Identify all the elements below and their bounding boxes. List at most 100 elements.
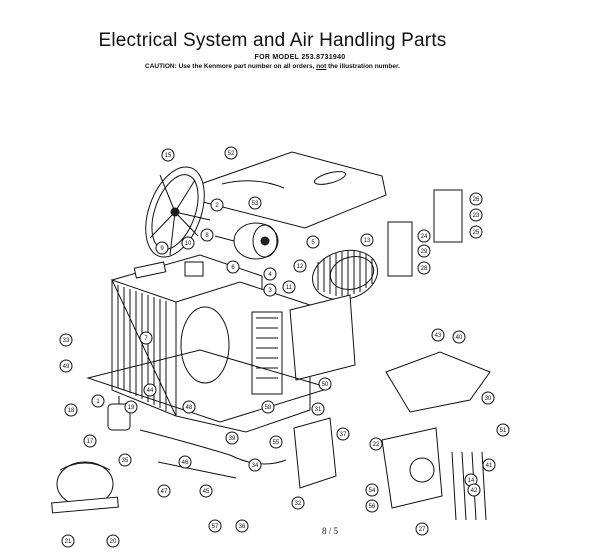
caution-prefix: CAUTION: Use the Kenmore part number on … (145, 63, 315, 70)
caution-note: CAUTION: Use the Kenmore part number on … (0, 63, 545, 70)
callout-label: 40 (456, 335, 463, 341)
callout-label: 33 (63, 338, 70, 344)
callout-label: 10 (185, 241, 192, 247)
callout-22: 22 (369, 437, 383, 451)
diagram-title: Electrical System and Air Handling Parts (98, 30, 447, 51)
callout-label: 36 (239, 524, 246, 530)
page-number: 8 / 5 (322, 526, 339, 536)
callout-8: 8 (200, 228, 214, 242)
callout-label: 2 (215, 203, 219, 209)
partition-and-evaporator (175, 281, 356, 433)
blower-wheel (312, 249, 378, 301)
callout-label: 53 (252, 201, 259, 207)
callout-label: 20 (110, 539, 117, 545)
callout-53: 53 (248, 196, 262, 210)
callout-label: 34 (252, 463, 259, 469)
callout-51: 51 (496, 423, 510, 437)
callout-28: 28 (417, 261, 431, 275)
callout-19: 19 (124, 400, 138, 414)
callout-label: 46 (182, 460, 189, 466)
callout-label: 22 (373, 442, 380, 448)
callout-label: 44 (147, 388, 154, 394)
callout-label: 30 (485, 396, 492, 402)
callout-46: 46 (178, 455, 192, 469)
callout-57: 57 (208, 519, 222, 533)
callout-label: 32 (295, 501, 302, 507)
callout-55: 55 (269, 435, 283, 449)
model-line: FOR MODEL 253.8731940 (254, 54, 346, 61)
callout-label: 11 (286, 285, 293, 291)
callout-label: 49 (63, 364, 70, 370)
control-panel-bracket (293, 351, 491, 521)
callout-label: 54 (369, 488, 376, 494)
callout-label: 43 (435, 333, 442, 339)
callout-label: 50 (322, 382, 329, 388)
callout-5: 5 (306, 235, 320, 249)
callout-52: 52 (224, 146, 238, 160)
callout-label: 35 (122, 458, 129, 464)
callout-20: 20 (106, 534, 120, 548)
callout-label: 9 (160, 246, 164, 252)
callout-32: 32 (291, 496, 305, 510)
top-cover-panel (191, 151, 387, 229)
callout-25: 25 (469, 225, 483, 239)
callout-label: 48 (186, 405, 193, 411)
callout-13: 13 (360, 233, 374, 247)
callout-6: 6 (226, 260, 240, 274)
callout-label: 8 (205, 233, 209, 239)
callout-54: 54 (365, 483, 379, 497)
callout-label: 41 (486, 463, 493, 469)
callout-40: 40 (452, 330, 466, 344)
callout-label: 5 (311, 240, 315, 246)
fan-motor (214, 222, 279, 260)
callout-label: 6 (231, 265, 235, 271)
callout-label: 28 (421, 266, 428, 272)
callout-label: 37 (340, 432, 347, 438)
callout-58: 58 (261, 400, 275, 414)
callout-1: 1 (91, 394, 105, 408)
callout-label: 17 (87, 439, 94, 445)
callout-label: 18 (68, 408, 75, 414)
callout-9: 9 (155, 241, 169, 255)
callout-11: 11 (282, 280, 296, 294)
callout-30: 30 (481, 391, 495, 405)
callout-37: 37 (336, 427, 350, 441)
callout-2: 2 (210, 198, 224, 212)
callout-label: 56 (369, 504, 376, 510)
callout-36: 36 (235, 519, 249, 533)
callout-41: 41 (482, 458, 496, 472)
caution-suffix: the illustration number. (328, 63, 400, 70)
hardware-cards (387, 189, 463, 277)
callout-label: 1 (96, 399, 100, 405)
callout-label: 58 (265, 405, 272, 411)
callout-label: 19 (128, 405, 135, 411)
callout-27: 27 (415, 522, 429, 536)
callout-47: 47 (157, 484, 171, 498)
callout-24: 24 (417, 229, 431, 243)
callout-label: 3 (268, 288, 272, 294)
callout-17: 17 (83, 434, 97, 448)
callout-label: 51 (500, 428, 507, 434)
callout-label: 42 (471, 488, 478, 494)
callout-label: 21 (65, 539, 72, 545)
callout-label: 45 (203, 489, 210, 495)
callout-3: 3 (263, 283, 277, 297)
callout-49: 49 (59, 359, 73, 373)
callout-26: 26 (469, 192, 483, 206)
fan-blade-wheel (145, 166, 211, 258)
callout-50: 50 (318, 377, 332, 391)
callout-48: 48 (182, 400, 196, 414)
wire-harness (139, 429, 287, 479)
callout-29: 29 (417, 244, 431, 258)
callout-43: 43 (431, 328, 445, 342)
callout-7: 7 (139, 331, 153, 345)
callout-label: 55 (273, 440, 280, 446)
callout-23: 23 (469, 208, 483, 222)
callout-label: 29 (421, 249, 428, 255)
callout-label: 26 (473, 197, 480, 203)
caution-not: not (316, 63, 327, 70)
callout-label: 27 (419, 527, 426, 533)
callout-label: 7 (144, 336, 148, 342)
callout-35: 35 (118, 453, 132, 467)
